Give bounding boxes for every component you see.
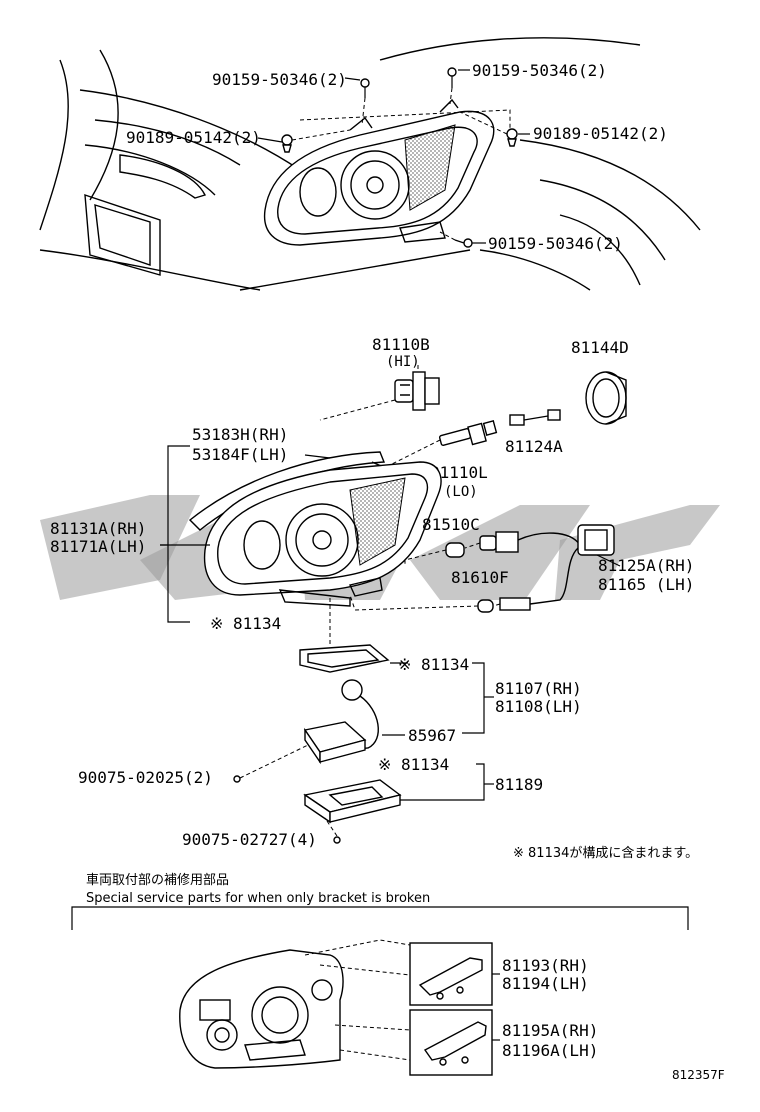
label-socket: 81124A: [505, 437, 563, 456]
label-harness-rh: 81125A(RH): [598, 556, 694, 575]
ballast-icon: [303, 779, 402, 824]
label-bulb-lo: 81110L: [430, 463, 488, 482]
service-parts-section: 車両取付部の補修用部品 Special service parts for wh…: [71, 873, 689, 1076]
headlamp-rear-icon: [179, 949, 344, 1069]
bulb-f-icon: [477, 599, 494, 613]
callout-clip-left: 90189-05142(2): [126, 128, 261, 147]
label-gasket-rh: 53183H(RH): [192, 425, 288, 444]
label-screw-b: 90075-02727(4): [182, 830, 317, 849]
label-harness-lh: 81165 (LH): [598, 575, 694, 594]
screw-icon: [233, 775, 241, 783]
cord-icon: [341, 679, 379, 751]
clip-icon: [506, 128, 518, 147]
service-title-jp: 車両取付部の補修用部品: [86, 873, 229, 888]
cap-icon: [585, 371, 627, 425]
bolt-icon: [454, 238, 473, 248]
label-bracket-b-rh: 81195A(RH): [502, 1021, 598, 1040]
label-kit-c: ※ 81134: [378, 755, 449, 774]
callout-bolt-top-left: 90159-50346(2): [212, 70, 347, 89]
label-ballast: 81189: [495, 775, 543, 794]
label-cap: 81144D: [571, 338, 629, 357]
callout-bolt-bottom: 90159-50346(2): [488, 234, 623, 253]
label-computer-lh: 81108(LH): [495, 697, 582, 716]
label-housing-rh: 81131A(RH): [50, 519, 146, 538]
bulb-c-icon: [445, 542, 465, 558]
label-screw-a: 90075-02025(2): [78, 768, 213, 787]
clip-icon: [281, 134, 293, 153]
label-bracket-a-lh: 81194(LH): [502, 974, 589, 993]
bolt-icon: [447, 67, 457, 88]
label-bracket-b-lh: 81196A(LH): [502, 1041, 598, 1060]
label-cord: 85967: [408, 726, 456, 745]
screw-icon: [333, 836, 341, 844]
callout-clip-right: 90189-05142(2): [533, 124, 668, 143]
computer-module-icon: [303, 721, 367, 765]
label-gasket-lh: 53184F(LH): [192, 445, 288, 464]
bracket-b-icon: [423, 1021, 487, 1066]
footnote: ※ 81134が構成に含まれます。: [513, 845, 698, 861]
label-computer-rh: 81107(RH): [495, 679, 582, 698]
bulb-lo-icon: [438, 420, 498, 446]
label-kit-a: ※ 81134: [210, 614, 281, 633]
service-title-en: Special service parts for when only brac…: [86, 891, 430, 906]
label-bulb-hi-note: (HI): [386, 354, 420, 370]
label-bulb-f: 81610F: [451, 568, 509, 587]
illustration-code: 812357F: [672, 1068, 725, 1082]
label-bulb-lo-note: (LO): [444, 484, 478, 500]
bolt-icon: [360, 78, 370, 98]
top-vehicle-view: 90159-50346(2) 90159-50346(2) 90189-0514…: [39, 37, 701, 291]
socket-icon: [509, 409, 561, 426]
bulb-hi-icon: [394, 371, 440, 411]
label-housing-lh: 81171A(LH): [50, 537, 146, 556]
bracket-a-icon: [418, 957, 483, 1000]
label-bulb-hi: 81110B: [372, 335, 430, 354]
label-kit-b: ※ 81134: [398, 655, 469, 674]
label-bracket-a-rh: 81193(RH): [502, 956, 589, 975]
headlamp-housing-icon: [203, 461, 442, 607]
label-bulb-c: 81510C: [422, 515, 480, 534]
callout-bolt-top-right: 90159-50346(2): [472, 61, 607, 80]
wire-harness-icon: [479, 524, 615, 611]
exploded-view: 81110B (HI) 81144D 81124A 81110L (LO) 5: [50, 335, 698, 861]
